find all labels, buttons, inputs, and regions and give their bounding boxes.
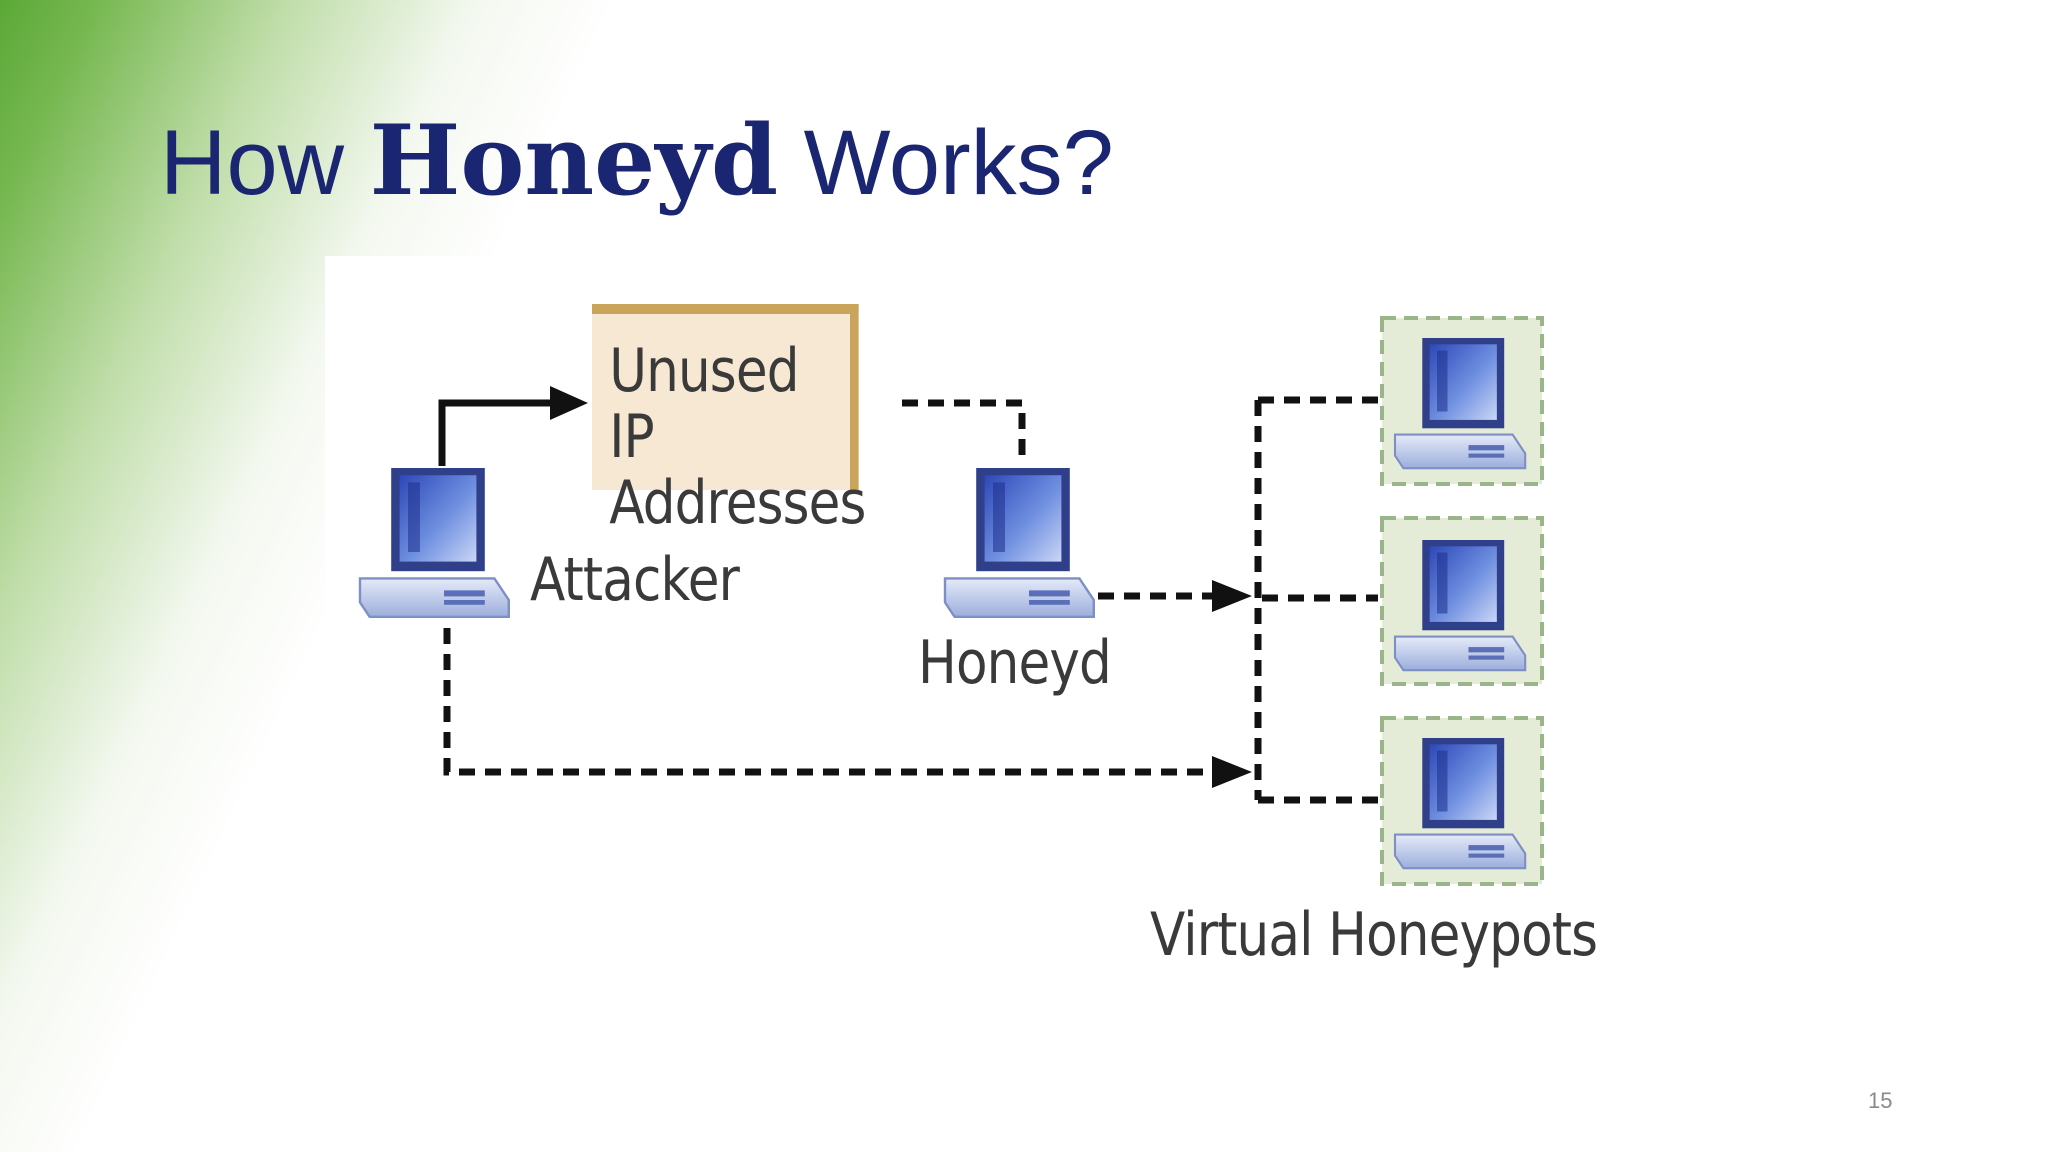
unused-ip-line1: Unused IP [609, 336, 799, 472]
title-prefix: How [160, 112, 370, 214]
attacker-label: Attacker [530, 545, 740, 615]
unused-ip-to-honeyd-line [902, 399, 1026, 462]
unused-ip-addresses-box: Unused IP Addresses [592, 304, 866, 536]
unused-ip-line2: Addresses [609, 468, 866, 538]
attacker-bottom-arrowhead-icon [1212, 756, 1252, 788]
title-suffix: Works? [778, 112, 1114, 214]
attacker-arrowhead-icon [550, 386, 588, 420]
attacker-computer-icon [358, 466, 511, 618]
page-number: 15 [1868, 1088, 1893, 1113]
honeyd-computer-icon [943, 466, 1096, 618]
attacker-to-honeypots-line [443, 628, 1218, 776]
honeyd-arrowhead-icon [1212, 580, 1252, 612]
title-emphasis: Honeyd [369, 104, 779, 217]
virtual-honeypots-label: Virtual Honeypots [1150, 900, 1598, 970]
honeyd-label: Honeyd [918, 628, 1112, 698]
slide-title: How Honeyd Works? [160, 108, 1114, 214]
attacker-to-unused-ip-arrow [438, 399, 556, 466]
